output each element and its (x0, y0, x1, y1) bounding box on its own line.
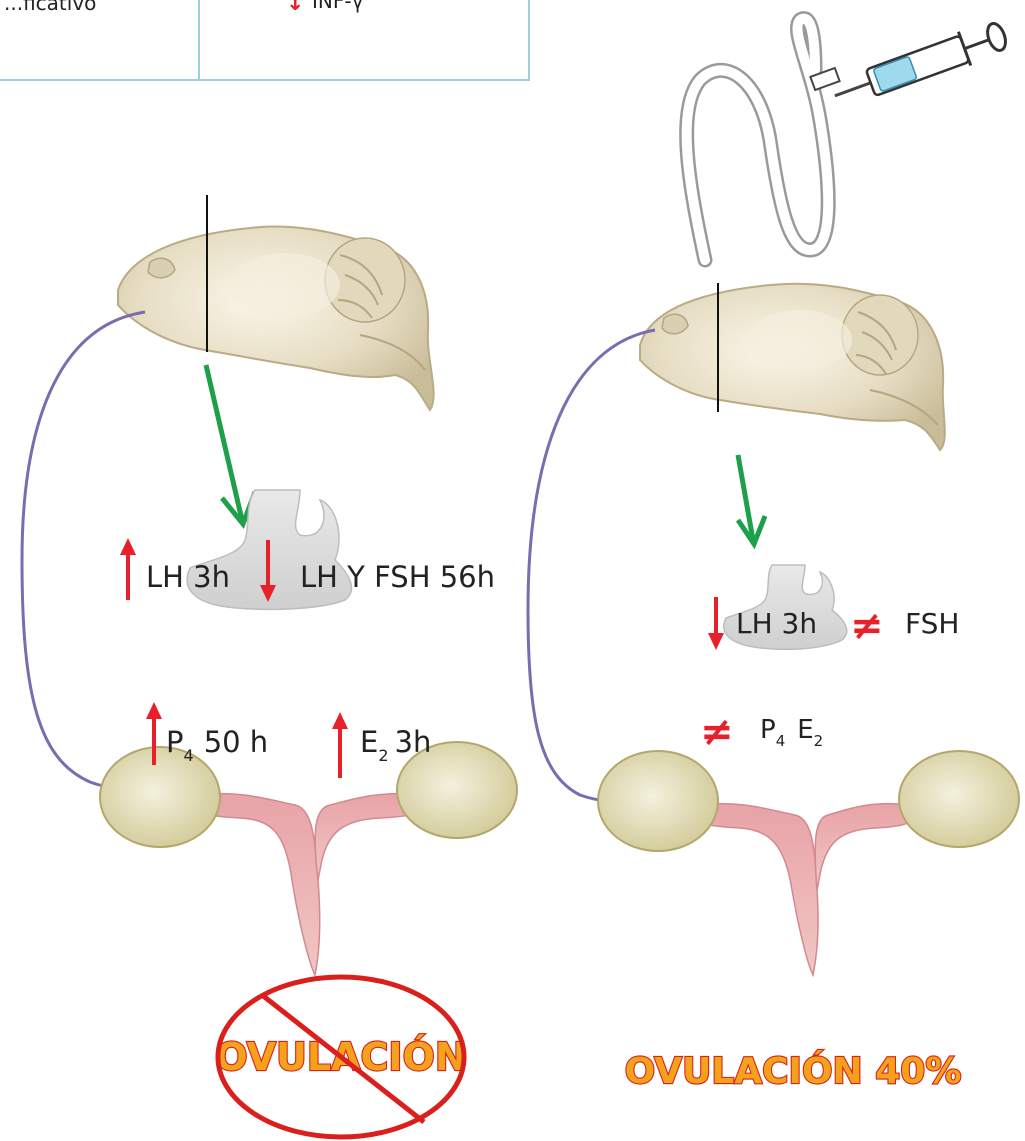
right-brain-icon (640, 283, 945, 450)
left-green-arrow (206, 365, 255, 524)
table-left-cell: ...ficativo (4, 0, 96, 15)
tube-syringe-illustration (687, 17, 1011, 260)
left-lh-up-arrow (120, 538, 136, 600)
right-fsh-label: FSH (905, 607, 959, 640)
right-lh-down-arrow (708, 597, 724, 650)
right-green-arrow (738, 455, 765, 544)
right-ovary-left (598, 751, 718, 851)
left-brain-icon (118, 195, 434, 410)
syringe (829, 17, 1010, 112)
table-down-arrow: ↓ (286, 0, 304, 16)
table-right-cell: INF-γ (312, 0, 364, 13)
right-reproductive-tract-icon (598, 751, 1019, 975)
right-lh-label: LH 3h (736, 607, 817, 640)
right-hormones-neq-icon: ≠ (700, 709, 734, 755)
right-feedback-arrow (528, 330, 655, 801)
left-reproductive-tract-icon (100, 742, 517, 975)
left-lh-up-label: LH 3h (146, 560, 230, 594)
table-fragment: ...ficativo ↓ INF-γ (0, 0, 529, 80)
left-outcome: OVULACIÓN (215, 977, 466, 1137)
left-lh-fsh-down-label: LH Y FSH 56h (300, 560, 495, 594)
left-e2-up-arrow (332, 712, 348, 778)
left-ovary-left (100, 747, 220, 847)
right-outcome-text: OVULACIÓN 40% (625, 1050, 962, 1092)
right-fsh-neq-icon: ≠ (850, 603, 884, 649)
right-ovary-right (899, 751, 1019, 847)
